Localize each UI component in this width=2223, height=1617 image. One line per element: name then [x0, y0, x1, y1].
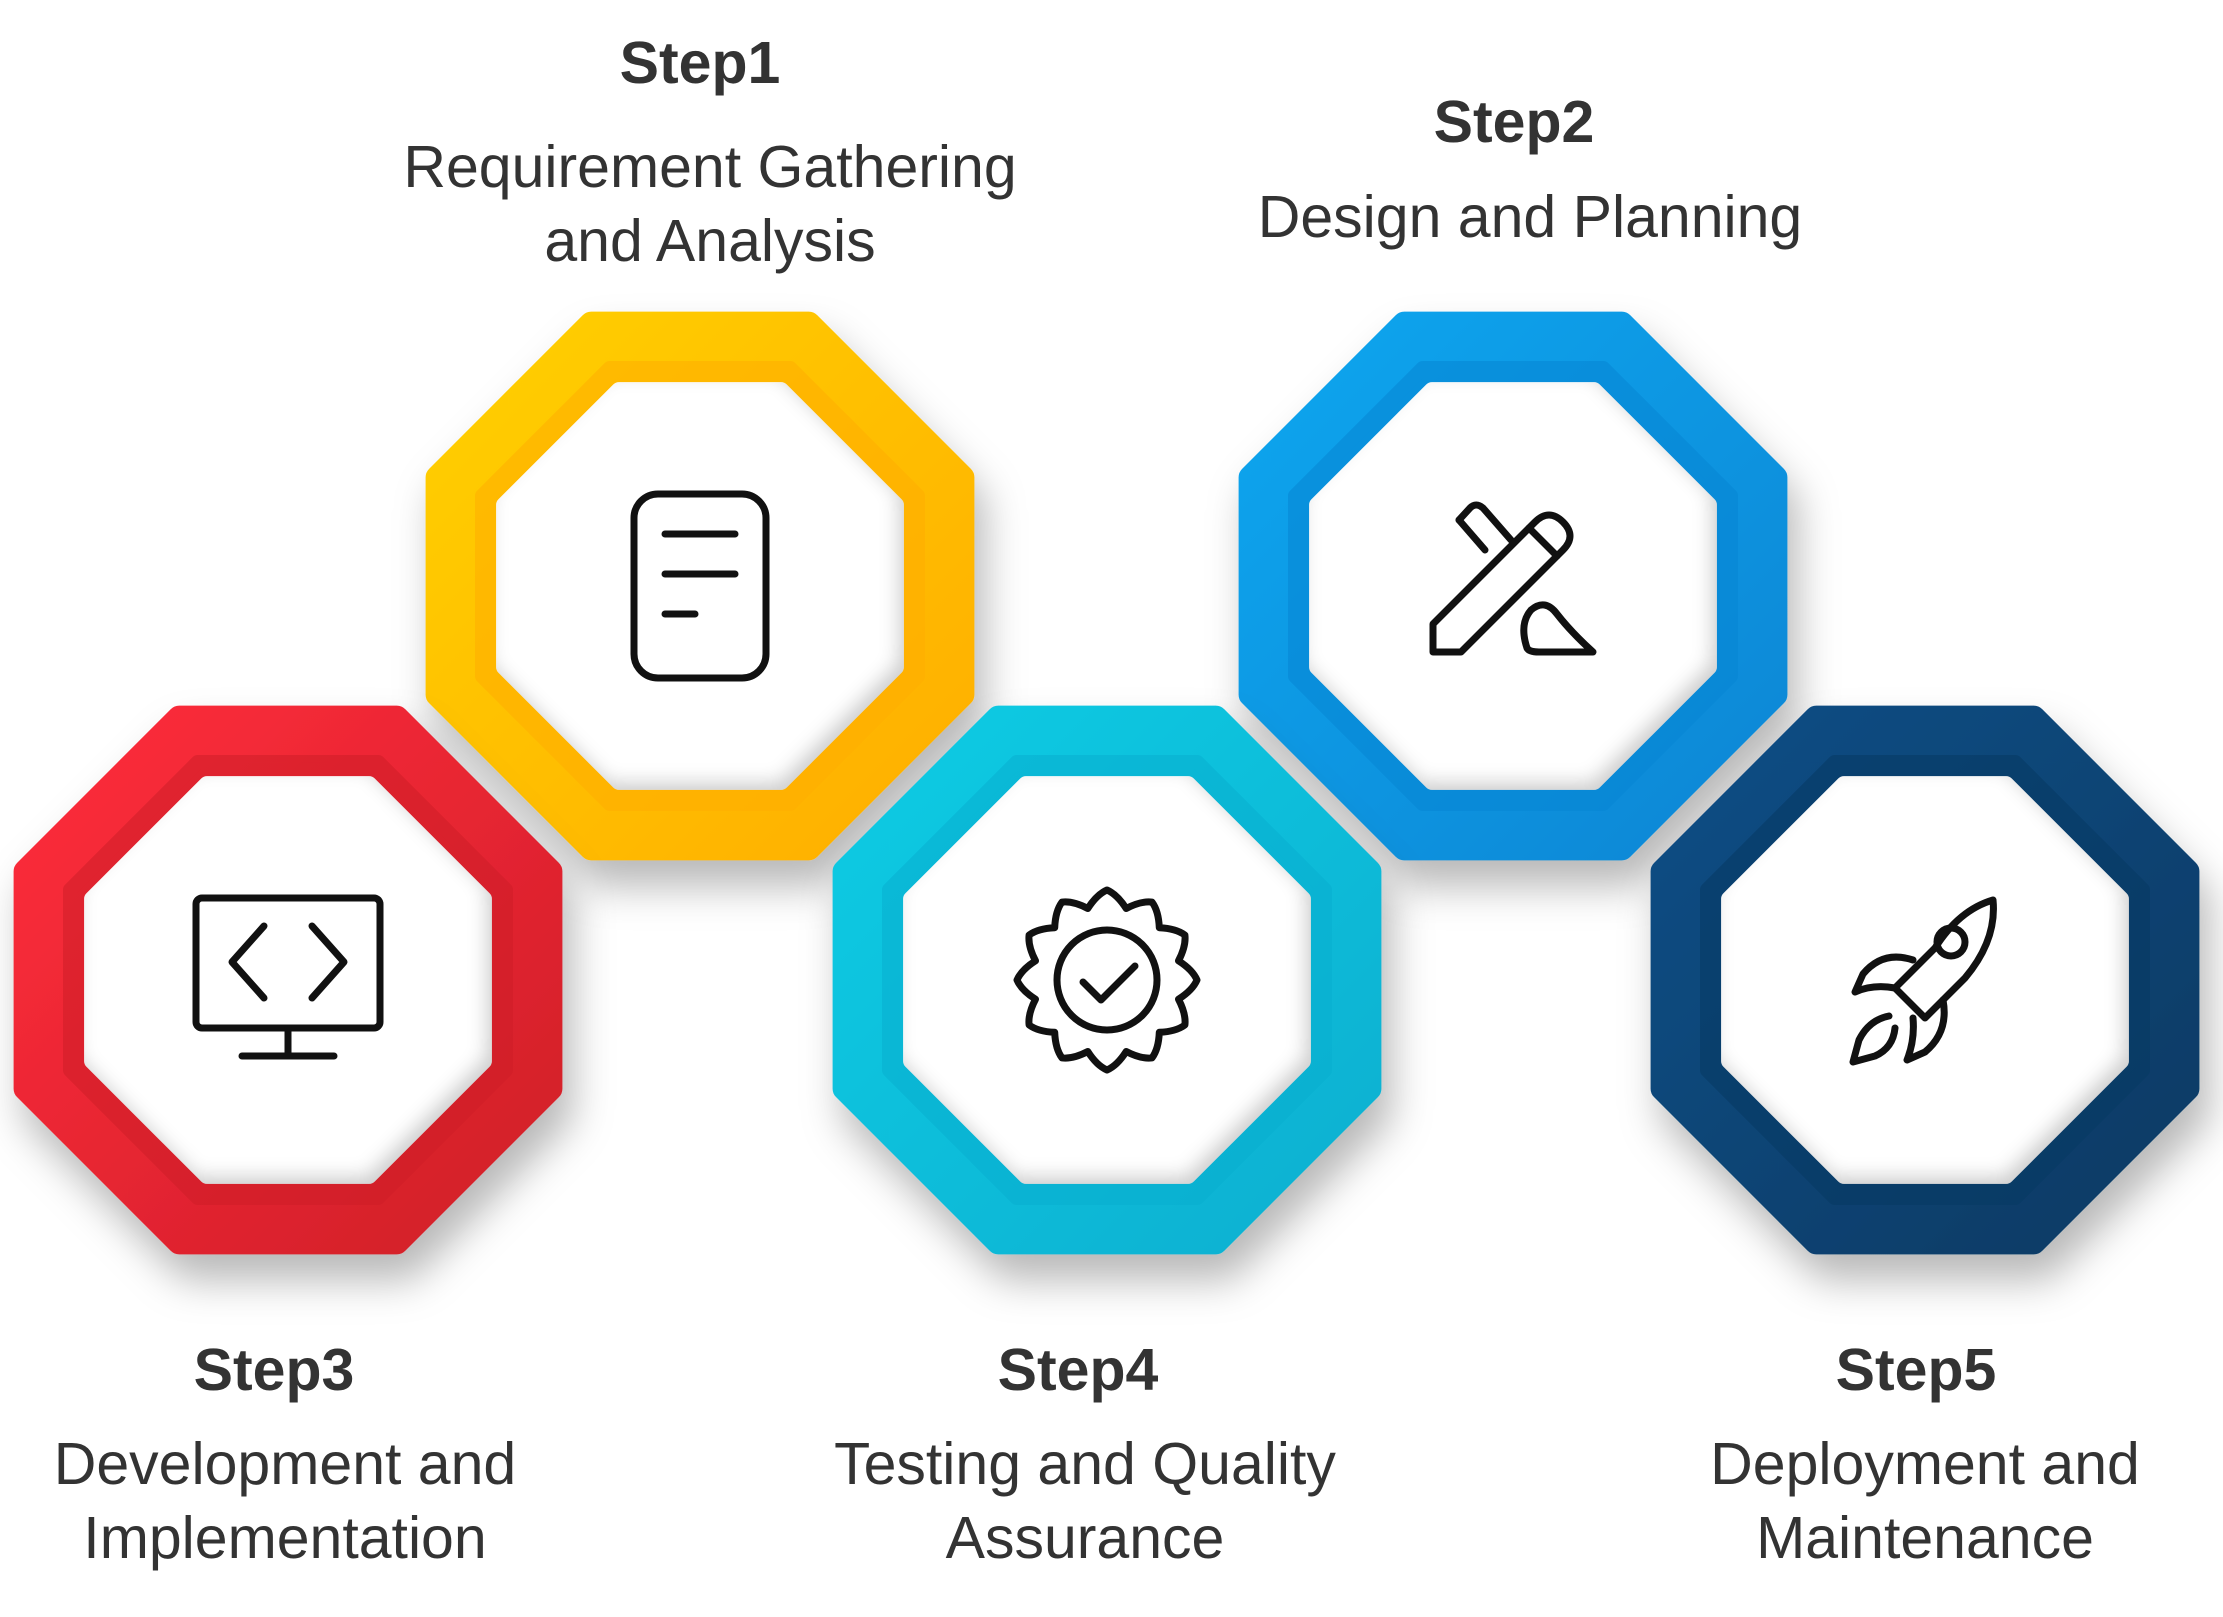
- step5-description: Deployment and Maintenance: [1640, 1427, 2210, 1575]
- step5-description-line2: Maintenance: [1756, 1505, 2094, 1571]
- step4-title: Step4: [997, 1337, 1159, 1403]
- step1-octagon: [425, 311, 975, 861]
- badge-check-icon: [1013, 886, 1201, 1074]
- pencil-brush-icon: [1429, 501, 1597, 656]
- step1-description-line1: Requirement Gathering: [403, 134, 1017, 200]
- step1-center: [496, 382, 904, 790]
- document-icon: [630, 490, 770, 682]
- step5-center: [1721, 776, 2129, 1184]
- step2-octagon: [1238, 311, 1788, 861]
- step2-description-line1: Design and Planning: [1257, 184, 1803, 250]
- step5-octagon: [1650, 705, 2200, 1255]
- step2-title: Step2: [1433, 89, 1595, 155]
- step5-title: Step5: [1835, 1337, 1997, 1403]
- step3-description: Development and Implementation: [0, 1427, 570, 1575]
- step4-description-line2: Assurance: [945, 1505, 1225, 1571]
- step1-description: Requirement Gathering and Analysis: [350, 130, 1070, 278]
- step4-description: Testing and Quality Assurance: [770, 1427, 1400, 1575]
- step1-description-line2: and Analysis: [544, 208, 876, 274]
- step3-octagon: [13, 705, 563, 1255]
- step4-description-line1: Testing and Quality: [834, 1431, 1336, 1497]
- step3-description-line1: Development and: [53, 1431, 517, 1497]
- step4-octagon: [832, 705, 1382, 1255]
- step1-title: Step1: [619, 30, 781, 96]
- step4-center: [903, 776, 1311, 1184]
- step5-description-line1: Deployment and: [1710, 1431, 2140, 1497]
- code-monitor-icon: [192, 894, 384, 1060]
- step3-description-line2: Implementation: [83, 1505, 487, 1571]
- step3-title: Step3: [193, 1337, 355, 1403]
- step3-center: [84, 776, 492, 1184]
- step2-center: [1309, 382, 1717, 790]
- rocket-icon: [1849, 896, 1997, 1066]
- step2-description: Design and Planning: [1180, 180, 1880, 254]
